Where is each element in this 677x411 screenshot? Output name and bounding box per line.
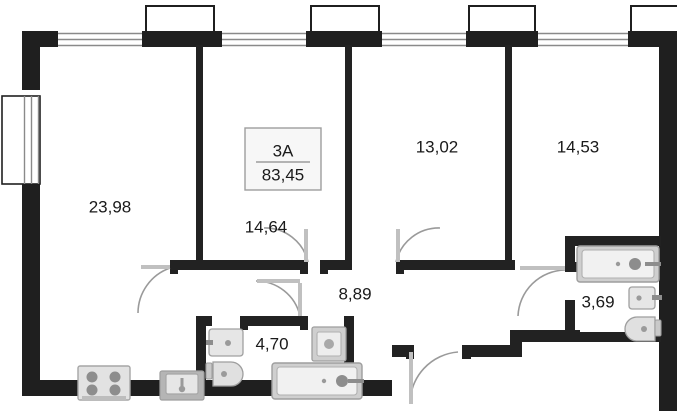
bathtub-drain bbox=[336, 375, 348, 387]
room-label-bathroom-main: 4,70 bbox=[255, 334, 288, 353]
wall-jamb bbox=[565, 332, 579, 342]
exterior-wall-left bbox=[22, 172, 40, 396]
room-label-living-kitchen: 23,98 bbox=[89, 197, 132, 216]
bathtub-fixture bbox=[576, 245, 661, 283]
sink-drain bbox=[636, 295, 642, 301]
wall-jamb bbox=[300, 260, 308, 274]
toilet-drain bbox=[641, 326, 647, 332]
bathtub-plug bbox=[615, 261, 621, 267]
stove-burner bbox=[109, 384, 121, 396]
interior-wall-group bbox=[170, 45, 661, 396]
wall-jamb bbox=[396, 260, 404, 274]
room-label-bedroom-right: 14,53 bbox=[557, 137, 600, 156]
wall-jamb bbox=[565, 236, 575, 246]
interior-wall-vertical bbox=[565, 236, 575, 270]
interior-wall-horizontal bbox=[565, 236, 661, 246]
stove-burner bbox=[86, 371, 98, 383]
toilet-cistern bbox=[205, 362, 213, 380]
stove-fixture bbox=[77, 365, 131, 401]
room-label-bathroom-right: 3,69 bbox=[581, 292, 614, 311]
bathtub-drain bbox=[629, 258, 641, 270]
balcony-outline bbox=[1, 95, 41, 185]
exterior-wall-top bbox=[142, 31, 222, 47]
sink-basin bbox=[628, 286, 656, 310]
interior-wall-vertical bbox=[505, 45, 512, 267]
sink-fixture bbox=[206, 328, 244, 357]
interior-wall-horizontal bbox=[320, 260, 352, 270]
wall-jamb bbox=[170, 260, 178, 274]
room-label-bedroom-left: 14,64 bbox=[245, 217, 288, 236]
toilet-bowl bbox=[212, 361, 244, 387]
wall-jamb bbox=[565, 262, 579, 272]
interior-wall-horizontal bbox=[462, 345, 522, 357]
room-label-bedroom-middle: 13,02 bbox=[416, 137, 459, 156]
room-label-hallway: 8,89 bbox=[338, 284, 371, 303]
apartment-code: 3A bbox=[273, 141, 294, 160]
stove-burner bbox=[86, 384, 98, 396]
apartment-badge: 3A 83,45 bbox=[244, 127, 322, 191]
sink-drain bbox=[178, 385, 186, 393]
interior-wall-horizontal bbox=[170, 260, 308, 270]
bathtub-plug bbox=[321, 378, 327, 384]
interior-wall-horizontal bbox=[240, 316, 308, 326]
door-arc bbox=[137, 267, 171, 314]
toilet-cistern bbox=[654, 319, 662, 337]
exterior-wall-right bbox=[659, 31, 677, 411]
interior-wall-horizontal bbox=[505, 260, 515, 270]
interior-wall-vertical bbox=[345, 45, 352, 270]
room-label-group: 23,98 14,64 13,02 14,53 8,89 4,70 3,69 bbox=[89, 137, 615, 353]
wall-jamb bbox=[300, 316, 308, 330]
stove-controls bbox=[82, 396, 126, 400]
bathtub-faucet bbox=[645, 262, 661, 266]
sink-fixture bbox=[628, 286, 662, 310]
badge-frame bbox=[244, 127, 322, 191]
wall-jamb bbox=[462, 345, 471, 359]
toilet-drain bbox=[221, 371, 227, 377]
exterior-wall-left bbox=[22, 31, 40, 90]
door-group bbox=[137, 227, 566, 405]
wall-jamb bbox=[320, 260, 328, 274]
exterior-wall-top bbox=[306, 31, 382, 47]
interior-wall-vertical bbox=[196, 316, 206, 396]
left-balcony-window-group bbox=[1, 90, 41, 185]
sink-drain bbox=[225, 340, 231, 346]
washing-machine-fixture bbox=[311, 326, 347, 362]
stove-burner bbox=[109, 371, 121, 383]
washer-drum bbox=[324, 339, 334, 349]
toilet-fixture bbox=[624, 316, 662, 342]
wall-jamb bbox=[344, 316, 354, 330]
apartment-total-area: 83,45 bbox=[262, 165, 305, 184]
interior-wall-vertical bbox=[344, 316, 354, 396]
toilet-bowl bbox=[624, 316, 656, 342]
sink-faucet bbox=[652, 295, 662, 300]
interior-wall-horizontal bbox=[396, 260, 512, 270]
exterior-wall-top bbox=[466, 31, 538, 47]
toilet-fixture bbox=[205, 361, 244, 387]
interior-wall-horizontal bbox=[510, 330, 580, 342]
bathtub-fixture bbox=[271, 362, 364, 400]
interior-wall-horizontal bbox=[565, 332, 661, 342]
stove-body bbox=[77, 365, 131, 401]
interior-wall-vertical bbox=[196, 45, 203, 270]
door-arc bbox=[517, 269, 566, 317]
interior-wall-vertical bbox=[565, 300, 575, 342]
sink-faucet bbox=[206, 340, 213, 345]
bathtub-faucet bbox=[348, 379, 364, 383]
kitchen-sink-fixture bbox=[159, 370, 205, 401]
wall-jamb bbox=[240, 316, 248, 330]
sink-faucet bbox=[180, 378, 184, 388]
